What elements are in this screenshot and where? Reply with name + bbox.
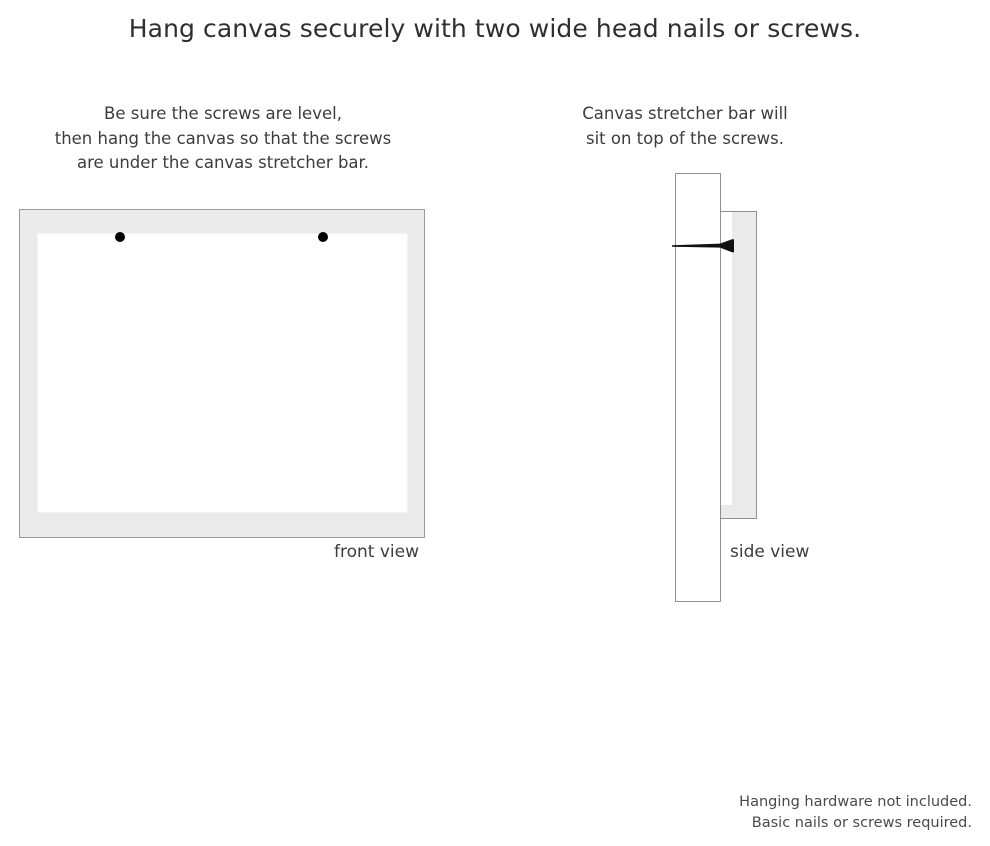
front-view-illustration bbox=[19, 209, 425, 538]
footer-line-2: Basic nails or screws required. bbox=[751, 815, 972, 831]
nail-screw-icon bbox=[672, 239, 734, 253]
canvas-face-inner bbox=[37, 233, 408, 513]
side-view-label: side view bbox=[730, 542, 810, 562]
front-view-caption: Be sure the screws are level, then hang … bbox=[8, 102, 438, 176]
front-view-caption-line-3: are under the canvas stretcher bar. bbox=[76, 153, 370, 172]
screw-head-left-icon bbox=[115, 232, 125, 242]
front-view-caption-line-1: Be sure the screws are level, bbox=[104, 104, 342, 123]
front-view-label: front view bbox=[334, 542, 419, 562]
side-view-caption-line-2: sit on top of the screws. bbox=[585, 128, 785, 148]
side-view-illustration bbox=[660, 165, 840, 615]
screw-head-right-icon bbox=[318, 232, 328, 242]
front-view-caption-line-2: then hang the canvas so that the screws bbox=[54, 128, 392, 148]
footer-line-1: Hanging hardware not included. bbox=[739, 794, 972, 810]
footer-disclaimer: Hanging hardware not included. Basic nai… bbox=[739, 792, 972, 834]
page-title: Hang canvas securely with two wide head … bbox=[128, 14, 862, 43]
side-view-caption: Canvas stretcher bar will sit on top of … bbox=[540, 102, 830, 151]
side-view-caption-line-1: Canvas stretcher bar will bbox=[582, 104, 788, 123]
